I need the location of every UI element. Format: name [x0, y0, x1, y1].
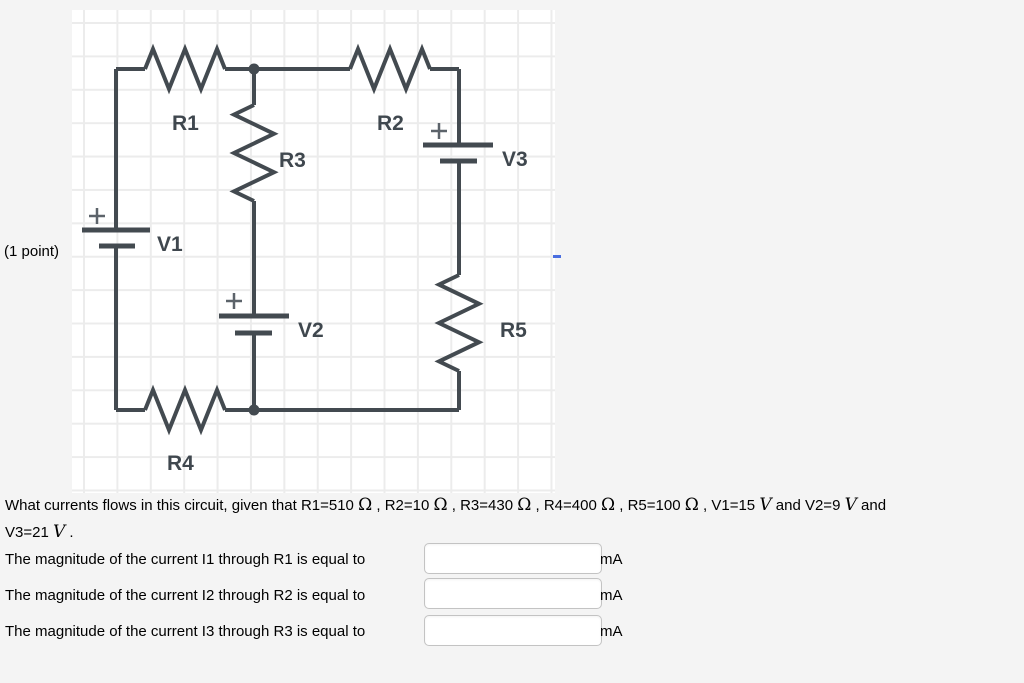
circuit-canvas: R1 R2 R3 R4 R5 V1 V2 V3 [72, 10, 555, 493]
source-label-v2: V2 [298, 319, 324, 342]
circuit-diagram: R1 R2 R3 R4 R5 V1 V2 V3 [82, 43, 528, 475]
answer-row-label-3: The magnitude of the current I3 through … [5, 623, 366, 640]
plus-sign-v2 [226, 293, 242, 309]
answer-row-label-2: The magnitude of the current I2 through … [5, 587, 366, 604]
question-segment: , R3=430 [447, 497, 518, 514]
points-label: (1 point) [4, 243, 60, 260]
question-text: What currents flows in this circuit, giv… [5, 492, 1019, 546]
question-segment: V [844, 495, 857, 515]
battery-v2 [219, 293, 289, 336]
text-cursor-artifact [553, 255, 561, 258]
battery-v1 [82, 208, 150, 249]
resistor-r3 [229, 103, 279, 203]
answer-input-i3[interactable] [424, 615, 602, 646]
unit-label-1: mA [600, 551, 623, 568]
junction-node-bottom [248, 404, 260, 416]
question-segment: V3=21 [5, 524, 53, 541]
question-segment: , R5=100 [615, 497, 685, 514]
question-segment: . [65, 524, 74, 541]
resistor-label-r4: R4 [167, 452, 194, 475]
question-segment: Ω [358, 495, 373, 515]
question-segment: , V1=15 [698, 497, 760, 514]
plus-sign-v3 [431, 123, 447, 139]
question-segment: What currents flows in this circuit, giv… [5, 497, 359, 514]
question-segment: , R2=10 [372, 497, 434, 514]
resistor-r5 [434, 273, 484, 373]
plus-sign-v1 [89, 208, 105, 224]
resistor-label-r5: R5 [500, 319, 527, 342]
resistor-label-r3: R3 [279, 149, 306, 172]
resistor-label-r1: R1 [172, 112, 199, 135]
question-segment: and V2=9 [771, 497, 845, 514]
source-label-v3: V3 [502, 148, 528, 171]
answer-row-label-1: The magnitude of the current I1 through … [5, 551, 366, 568]
answer-input-i1[interactable] [424, 543, 602, 574]
resistor-r1 [143, 43, 227, 95]
question-segment: V [52, 522, 66, 542]
answer-input-i2[interactable] [424, 578, 602, 609]
junction-node-top [248, 63, 260, 75]
resistor-r4 [143, 384, 227, 436]
source-label-v1: V1 [157, 233, 183, 256]
question-segment: and [856, 497, 887, 514]
resistor-r2 [348, 43, 432, 95]
question-segment: Ω [433, 495, 448, 515]
question-segment: V [759, 495, 772, 515]
question-segment: Ω [517, 495, 532, 515]
circuit-wires [114, 67, 461, 412]
question-segment: Ω [684, 495, 699, 515]
battery-v3 [423, 123, 493, 164]
resistor-label-r2: R2 [377, 112, 404, 135]
question-segment: , R4=400 [531, 497, 601, 514]
unit-label-2: mA [600, 587, 623, 604]
unit-label-3: mA [600, 623, 623, 640]
question-segment: Ω [600, 495, 616, 515]
